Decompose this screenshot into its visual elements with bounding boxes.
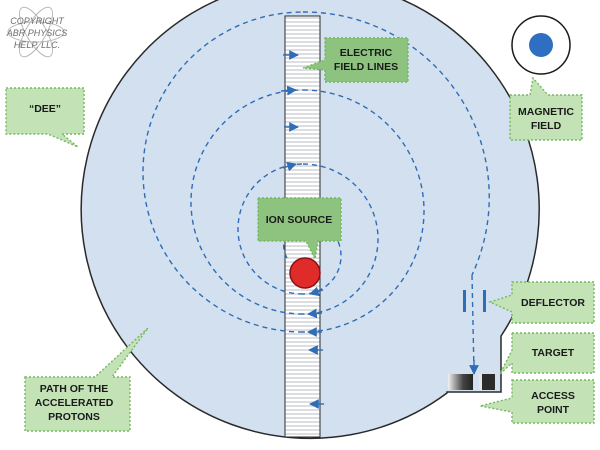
ion-source-icon bbox=[289, 257, 321, 289]
target-icon bbox=[448, 374, 495, 390]
ion-source-label: ION SOURCE bbox=[266, 214, 333, 226]
electric-field-callout: ELECTRIC FIELD LINES bbox=[302, 37, 409, 83]
magnetic-field-icon bbox=[511, 15, 571, 75]
deflector-label: DEFLECTOR bbox=[521, 297, 585, 309]
deflector-callout: DEFLECTOR bbox=[488, 281, 595, 324]
target-label: TARGET bbox=[532, 347, 575, 359]
access-point-callout: ACCESS POINT bbox=[479, 379, 595, 424]
copyright-line-3: HELP, LLC. bbox=[14, 40, 60, 50]
path-direction-arrows bbox=[280, 50, 479, 409]
electric-field-label-line-1: ELECTRIC bbox=[340, 47, 393, 59]
magnetic-field-label-line-1: MAGNETIC bbox=[518, 106, 574, 118]
dee-callout: “DEE” bbox=[5, 87, 85, 148]
ion-source-callout: ION SOURCE bbox=[257, 197, 342, 262]
copyright-line-1: COPYRIGHT bbox=[10, 16, 65, 26]
copyright-line-2: ABR PHYSICS bbox=[6, 28, 68, 38]
magnetic-field-callout: MAGNETIC FIELD bbox=[509, 76, 583, 141]
path-label-line-3: PROTONS bbox=[48, 411, 100, 423]
target-callout: TARGET bbox=[499, 332, 595, 375]
electric-field-label-line-2: FIELD LINES bbox=[334, 61, 398, 73]
deflector-plates-icon bbox=[463, 290, 486, 312]
access-point-label-line-1: ACCESS bbox=[531, 390, 575, 402]
path-label-line-1: PATH OF THE bbox=[40, 383, 108, 395]
magnetic-field-label-line-2: FIELD bbox=[531, 120, 562, 132]
path-label-line-2: ACCELERATED bbox=[35, 397, 114, 409]
path-callout: PATH OF THE ACCELERATED PROTONS bbox=[24, 327, 149, 432]
watermark-atom-icon bbox=[7, 6, 65, 58]
dee-label: “DEE” bbox=[29, 103, 61, 115]
access-point-label-line-2: POINT bbox=[537, 404, 570, 416]
